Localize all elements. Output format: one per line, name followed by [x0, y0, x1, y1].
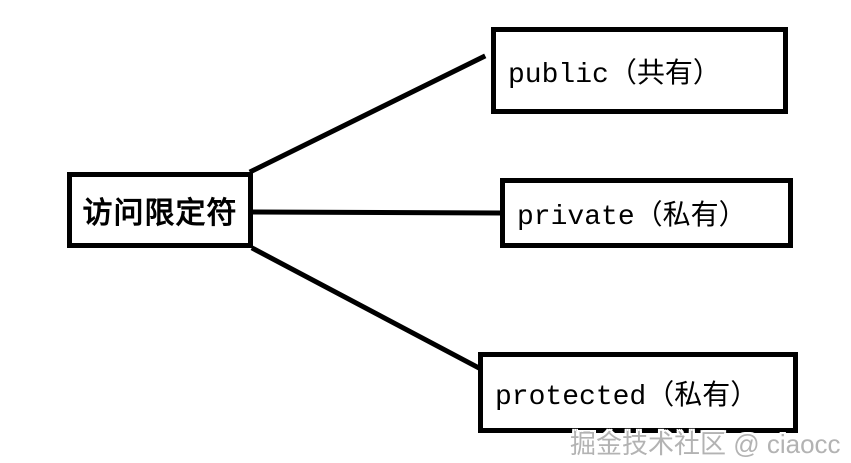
connector-line-root-private [249, 209, 501, 216]
node-access-qualifier-label: 访问限定符 [82, 197, 238, 230]
connector-line-root-public [248, 53, 487, 175]
connector-line-root-protected [250, 245, 483, 372]
node-public: public（共有） [491, 27, 788, 114]
node-protected-label: protected（私有） [495, 381, 759, 413]
node-protected: protected（私有） [478, 352, 798, 433]
node-private-label: private（私有） [517, 202, 747, 233]
node-private: private（私有） [500, 178, 793, 248]
node-public-label: public（共有） [508, 59, 721, 91]
watermark: 掘金技术社区 @ ciaocc [570, 429, 841, 459]
node-access-qualifier: 访问限定符 [67, 172, 253, 248]
